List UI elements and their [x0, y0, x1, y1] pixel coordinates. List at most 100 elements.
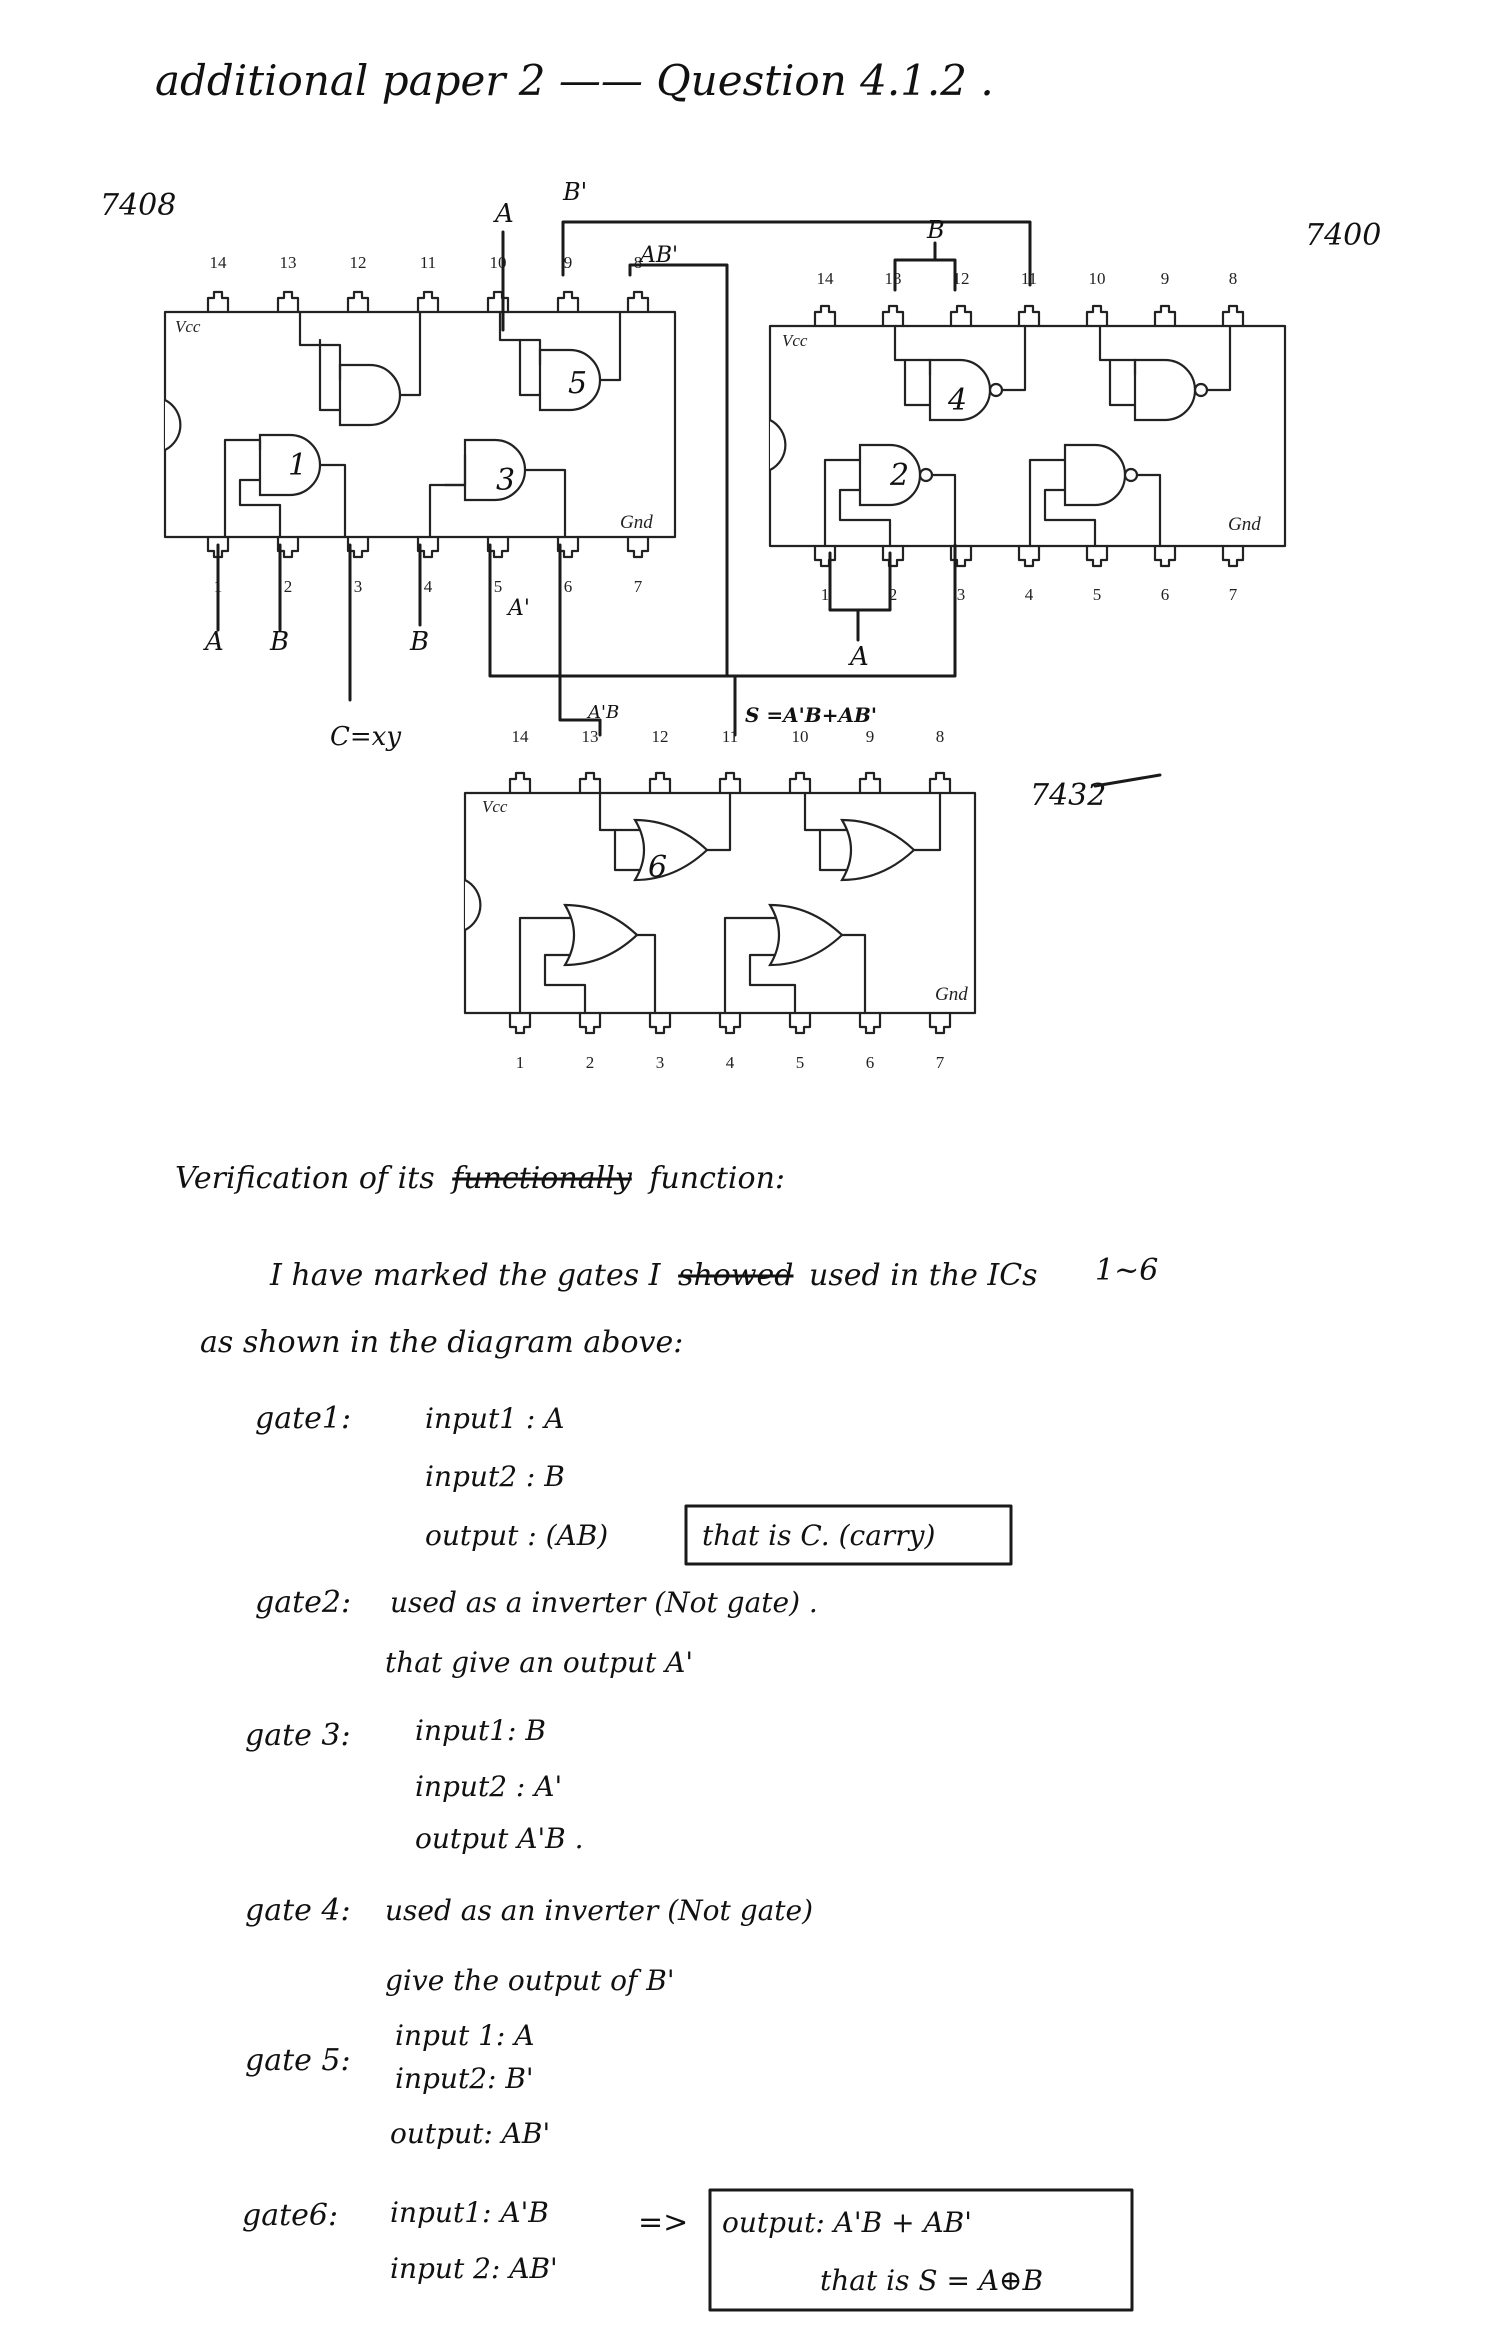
- gate1-box: that is C. (carry): [702, 1519, 935, 1552]
- svg-text:I have marked the gates I: I have marked the gates I showed used in…: [269, 1258, 1038, 1293]
- pin-top-9: [556, 290, 580, 314]
- pin-top-11: [718, 771, 742, 795]
- pin-top-11: [1017, 304, 1041, 328]
- signal-A-pin1: A: [203, 627, 224, 657]
- gate1-input1: input1 : A: [425, 1402, 564, 1435]
- pin-top-11: [416, 290, 440, 314]
- pin-number-top: 9: [866, 727, 875, 746]
- pin-number-bottom: 7: [634, 577, 643, 596]
- pin-top-8: [928, 771, 952, 795]
- gate-number-3: 3: [496, 463, 515, 498]
- pin-top-12: [949, 304, 973, 328]
- gate1-output: output : (AB): [425, 1519, 608, 1552]
- pin-number-top: 9: [564, 253, 573, 272]
- pin-number-bottom: 6: [1161, 585, 1170, 604]
- vcc-label: Vcc: [782, 331, 808, 350]
- pin-bottom-6: [858, 1011, 882, 1035]
- pin-top-13: [276, 290, 300, 314]
- gate-number-4: 4: [947, 383, 967, 418]
- pin-number-bottom: 4: [424, 577, 433, 596]
- pin-bottom-1: [813, 544, 837, 568]
- pin-number-bottom: 7: [936, 1053, 945, 1072]
- gate6-input2: input 2: AB': [390, 2252, 558, 2285]
- pin-number-top: 8: [634, 253, 643, 272]
- pin-top-14: [206, 290, 230, 314]
- signal-B-pin2: B: [269, 627, 289, 657]
- verification-heading-post: function:: [647, 1161, 785, 1196]
- pin-top-8: [1221, 304, 1245, 328]
- pin-top-9: [1153, 304, 1177, 328]
- pin-number-top: 8: [1229, 269, 1238, 288]
- pin-top-14: [508, 771, 532, 795]
- chip-label-7400: 7400: [1305, 218, 1381, 253]
- gate-number-1: 1: [288, 448, 307, 483]
- gnd-label: Gnd: [935, 984, 968, 1005]
- pin-number-top: 14: [210, 253, 228, 272]
- or-gate-bottom-right: [768, 903, 844, 967]
- gate1-input2: input2 : B: [425, 1460, 565, 1493]
- gnd-label: Gnd: [620, 512, 653, 533]
- pin-top-13: [881, 304, 905, 328]
- pin-bottom-7: [626, 535, 650, 559]
- sum-output-label: S =A'B+AB': [745, 703, 877, 727]
- pin-top-10: [486, 290, 510, 314]
- gate3-output: output A'B .: [415, 1822, 584, 1855]
- chip-notch: [464, 879, 482, 931]
- pin-top-10: [788, 771, 812, 795]
- carry-output-label: C=xy: [330, 722, 401, 752]
- gate3-input1: input1: B: [415, 1714, 546, 1747]
- label-underline: [1093, 773, 1162, 788]
- chip-label-7408: 7408: [100, 188, 176, 223]
- gate-3: [463, 438, 527, 502]
- pin-number-top: 12: [350, 253, 367, 272]
- pin-number-top: 13: [582, 727, 599, 746]
- gate5-output: output: AB': [390, 2117, 550, 2150]
- line1-struck: showed: [678, 1258, 793, 1293]
- verification-heading-pre: Verification of its: [175, 1161, 435, 1196]
- pin-number-bottom: 5: [494, 577, 503, 596]
- pin-number-top: 9: [1161, 269, 1170, 288]
- verification-heading-struck: functionally: [450, 1161, 633, 1196]
- signal-Ap-label: A': [506, 596, 530, 621]
- pin-bottom-5: [1085, 544, 1109, 568]
- gate3-input2: input2 : A': [415, 1770, 562, 1803]
- pin-top-13: [578, 771, 602, 795]
- pin-number-bottom: 3: [354, 577, 363, 596]
- gate1-name: gate1:: [255, 1401, 351, 1436]
- pin-number-bottom: 3: [656, 1053, 665, 1072]
- signal-B-nand: B: [926, 216, 945, 244]
- pin-number-top: 13: [280, 253, 297, 272]
- chip-notch: [164, 399, 182, 451]
- chip-label-7432: 7432: [1030, 778, 1106, 813]
- vcc-label: Vcc: [482, 797, 508, 816]
- pin-bottom-7: [928, 1011, 952, 1035]
- carry-box: [684, 1504, 1013, 1566]
- pin-top-8: [626, 290, 650, 314]
- pin-bottom-7: [1221, 544, 1245, 568]
- signal-ApB-label: A'B: [586, 702, 619, 723]
- pin-number-bottom: 2: [889, 585, 898, 604]
- chip-body-7432: [463, 791, 977, 1015]
- gate6-name: gate6:: [242, 2198, 338, 2233]
- pin-number-top: 10: [792, 727, 809, 746]
- pin-top-12: [346, 290, 370, 314]
- gnd-label: Gnd: [1228, 514, 1261, 535]
- gate-number-6: 6: [648, 850, 667, 885]
- and-gate-top-left: [338, 363, 402, 427]
- pin-top-9: [858, 771, 882, 795]
- signal-A-top: A: [493, 199, 514, 229]
- sum-box: [708, 2188, 1134, 2312]
- nand-gate-bottom-right: [1063, 443, 1139, 507]
- line1-post: used in the ICs: [809, 1258, 1038, 1293]
- pin-bottom-2: [881, 544, 905, 568]
- pin-number-top: 12: [652, 727, 669, 746]
- pin-bottom-4: [718, 1011, 742, 1035]
- pin-number-bottom: 3: [957, 585, 966, 604]
- gate6-box1: output: A'B + AB': [722, 2206, 972, 2239]
- gate6-input1: input1: A'B: [390, 2196, 549, 2229]
- signal-A-nand: A: [848, 642, 869, 672]
